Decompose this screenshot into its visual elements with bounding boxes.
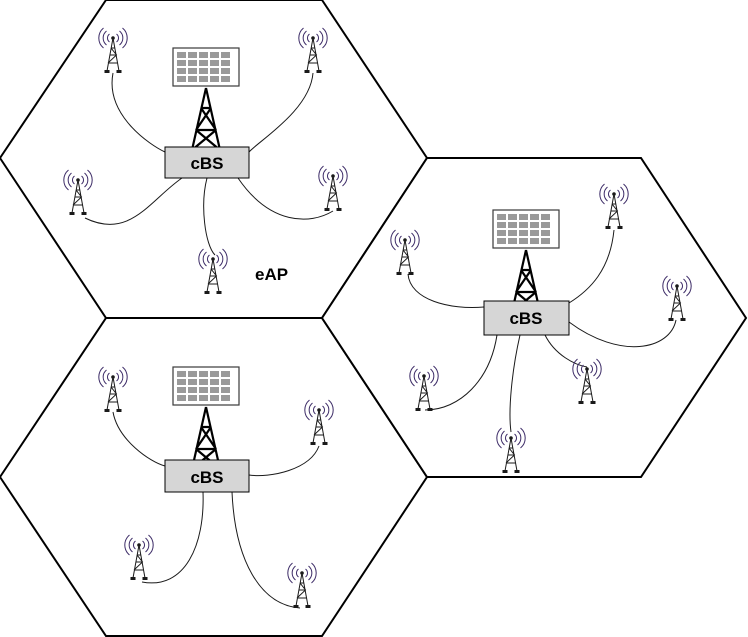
cbs-box-right (483, 300, 570, 336)
cbs-label-right: cBS (509, 309, 542, 328)
links-top-left (84, 72, 334, 256)
cbs-box-bottom (164, 459, 250, 493)
cbs-box-top (164, 146, 250, 179)
cbs-label-bottom: cBS (190, 468, 223, 487)
eap-label: eAP (255, 265, 288, 284)
links-right (407, 229, 677, 433)
links-bottom-left (112, 411, 320, 609)
cbs-label-top: cBS (190, 154, 223, 173)
